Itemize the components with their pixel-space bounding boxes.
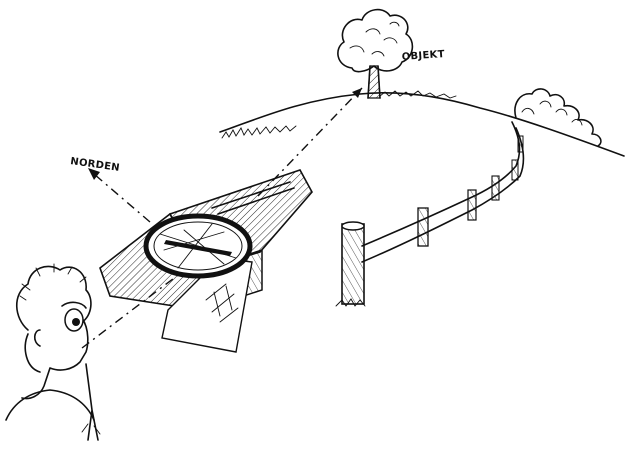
fence-post bbox=[518, 136, 523, 152]
north-direction-arrow bbox=[88, 168, 150, 222]
object-label: OBJEKT bbox=[401, 49, 445, 63]
fence bbox=[336, 122, 523, 306]
bushes bbox=[515, 89, 601, 146]
hill bbox=[220, 89, 624, 156]
compass-icon bbox=[100, 170, 312, 352]
fence-post-front bbox=[342, 224, 364, 304]
fence-post bbox=[418, 208, 428, 246]
fence-post bbox=[512, 160, 518, 180]
person-icon bbox=[6, 264, 100, 440]
fence-post bbox=[468, 190, 476, 220]
fence-post bbox=[492, 176, 499, 200]
